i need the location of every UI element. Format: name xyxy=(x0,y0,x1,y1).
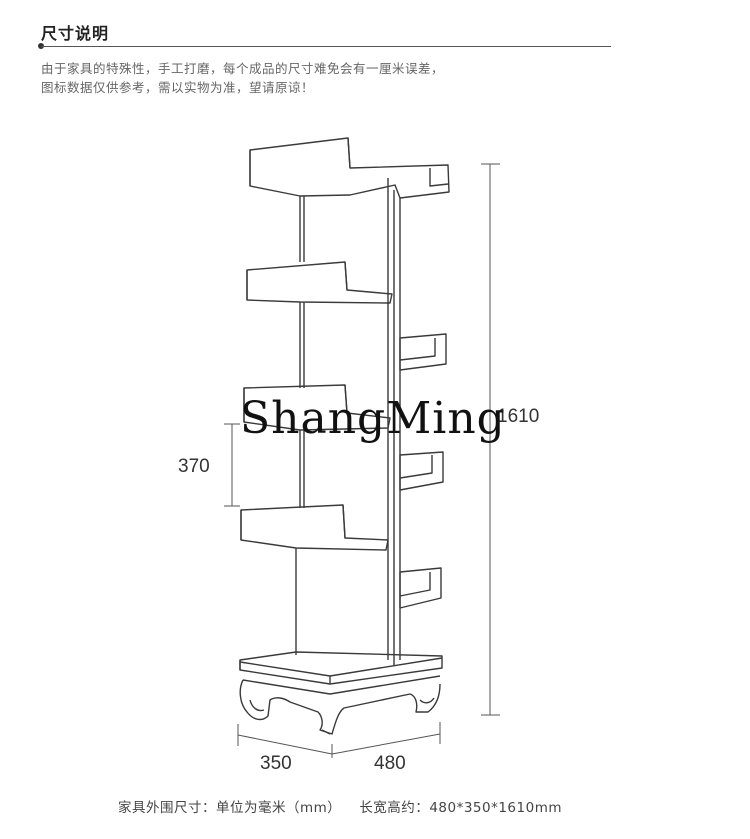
disclaimer-line-1: 由于家具的特殊性，手工打磨，每个成品的尺寸难免会有一厘米误差， xyxy=(41,61,445,76)
height-dimension-label: 1610 xyxy=(497,406,540,427)
title-rule xyxy=(41,46,611,47)
section-title: 尺寸说明 xyxy=(41,24,110,43)
size-footer: 家具外围尺寸：单位为毫米（mm） 长宽高约：480*350*1610mm xyxy=(118,796,562,816)
shelf-spacing-label: 370 xyxy=(178,456,210,477)
left-shelf-1 xyxy=(246,261,393,304)
base-stand xyxy=(239,675,441,735)
base-platform xyxy=(239,651,443,685)
disclaimer-line-2: 图标数据仅供参考，需以实物为准，望请原谅！ xyxy=(41,80,315,95)
right-shelf-1 xyxy=(399,333,447,371)
depth-dimension-line xyxy=(237,724,333,758)
footer-size-value: 480*350*1610mm xyxy=(429,800,563,816)
brand-watermark: ShangMing xyxy=(240,393,506,444)
left-shelf-2 xyxy=(243,384,391,431)
width-label: 480 xyxy=(374,753,406,774)
left-shelf-3 xyxy=(240,504,389,551)
width-dimension-line xyxy=(331,722,441,755)
top-shelf xyxy=(249,137,450,199)
footer-size-label: 长宽高约： xyxy=(359,800,430,816)
footer-unit-label: 家具外围尺寸：单位为毫米（mm） xyxy=(118,800,342,816)
right-shelf-3 xyxy=(399,567,442,609)
height-dimension-line xyxy=(481,163,500,716)
shelf-spacing-dimension-line xyxy=(224,423,240,507)
right-shelf-2 xyxy=(399,451,444,491)
depth-label: 350 xyxy=(260,753,292,774)
